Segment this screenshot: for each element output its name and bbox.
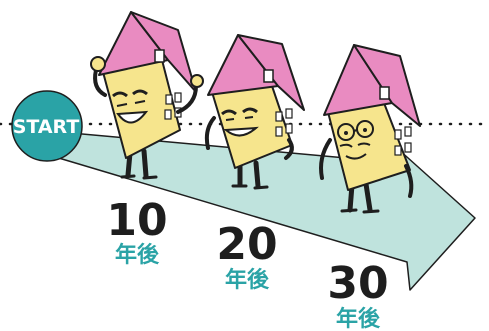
milestone-10: 10 年後 — [106, 195, 167, 268]
house-old — [319, 44, 421, 214]
milestone-10-suffix: 年後 — [115, 242, 160, 268]
milestone-10-years: 10 — [106, 195, 167, 246]
milestone-20-years: 20 — [216, 219, 277, 270]
milestone-30: 30 年後 — [327, 258, 388, 331]
milestone-20-suffix: 年後 — [225, 267, 270, 293]
house-middle — [204, 34, 305, 190]
start-badge: START — [11, 90, 83, 162]
house-young — [90, 11, 204, 180]
milestone-20: 20 年後 — [216, 219, 277, 293]
milestone-30-suffix: 年後 — [336, 306, 381, 331]
milestone-30-years: 30 — [327, 258, 388, 309]
start-label: START — [13, 116, 80, 138]
